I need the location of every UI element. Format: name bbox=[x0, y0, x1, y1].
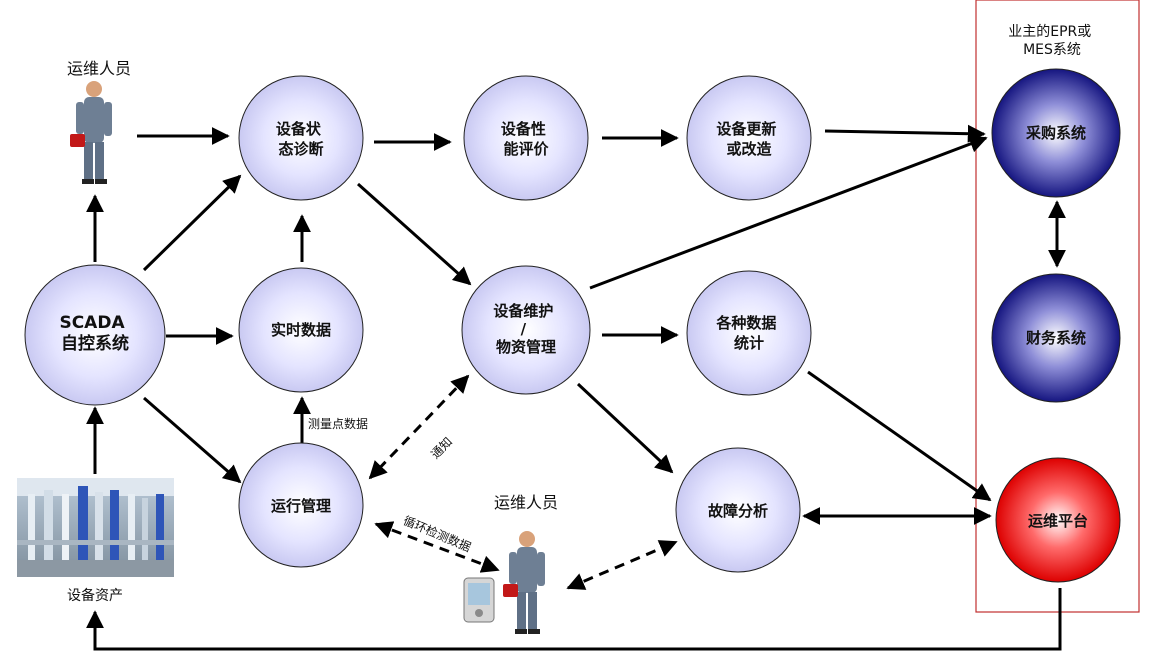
edge-operation-person-loop bbox=[374, 521, 500, 573]
svg-text:设备维护 / 物资管理: 设备维护 / 物资管理 bbox=[493, 302, 558, 356]
node-finance: 财务系统 bbox=[991, 273, 1121, 403]
svg-text:SCADA 自控系统: SCADA 自控系统 bbox=[59, 313, 130, 354]
edge-label-measurement: 测量点数据 bbox=[308, 416, 368, 431]
node-statistics: 各种数据 统计 bbox=[686, 270, 812, 396]
top-worker-figure bbox=[70, 81, 112, 184]
asset-label: 设备资产 bbox=[67, 587, 123, 604]
node-fault-analysis: 故障分析 bbox=[675, 447, 801, 573]
edge-maintenance-to-fault bbox=[576, 382, 674, 474]
top-person-label: 运维人员 bbox=[67, 59, 131, 78]
equipment-asset-photo bbox=[17, 478, 174, 577]
node-scada: SCADA 自控系统 bbox=[24, 264, 166, 406]
svg-text:运维平台: 运维平台 bbox=[1028, 512, 1088, 530]
edge-diagnosis-to-maintenance bbox=[357, 182, 472, 286]
edge-label-notify: 通知 bbox=[428, 435, 455, 462]
svg-text:运行管理: 运行管理 bbox=[271, 497, 331, 515]
owner-system-box bbox=[975, 0, 1140, 613]
handheld-device-icon bbox=[463, 577, 495, 623]
node-maintenance: 设备维护 / 物资管理 bbox=[461, 265, 591, 395]
edge-maintenance-to-procurement bbox=[589, 135, 988, 290]
svg-text:故障分析: 故障分析 bbox=[708, 502, 768, 520]
edge-scada-to-operation bbox=[143, 396, 242, 484]
svg-text:采购系统: 采购系统 bbox=[1025, 124, 1086, 142]
edge-update-to-procurement bbox=[824, 124, 986, 143]
edge-statistics-to-platform bbox=[807, 370, 992, 502]
edge-platform-to-asset bbox=[86, 588, 1062, 651]
edge-scada-to-diagnosis bbox=[142, 174, 242, 272]
svg-text:财务系统: 财务系统 bbox=[1026, 329, 1086, 347]
node-status-diagnosis: 设备状 态诊断 bbox=[238, 75, 364, 201]
owner-system-title: 业主的EPR或 MES系统 bbox=[1008, 24, 1095, 58]
svg-text:设备状 态诊断: 设备状 态诊断 bbox=[276, 120, 326, 158]
node-update-renovation: 设备更新 或改造 bbox=[686, 75, 812, 201]
node-realtime-data: 实时数据 bbox=[238, 267, 364, 393]
edges bbox=[86, 124, 1066, 651]
edge-maintenance-operation-notify bbox=[368, 374, 470, 480]
edge-person-fault bbox=[566, 540, 678, 590]
svg-text:设备性 能评价: 设备性 能评价 bbox=[501, 120, 551, 158]
dashed-edges bbox=[368, 374, 678, 590]
node-ops-platform: 运维平台 bbox=[995, 457, 1121, 583]
edge-label-loop-detection: 循环检测数据 bbox=[401, 513, 473, 555]
svg-text:各种数据 统计: 各种数据 统计 bbox=[715, 314, 781, 352]
bottom-worker-figure bbox=[503, 531, 545, 634]
bottom-person-label: 运维人员 bbox=[494, 493, 558, 512]
svg-text:实时数据: 实时数据 bbox=[271, 321, 331, 339]
node-operation-mgmt: 运行管理 bbox=[238, 442, 364, 568]
svg-text:设备更新 或改造: 设备更新 或改造 bbox=[716, 120, 781, 158]
node-performance-eval: 设备性 能评价 bbox=[463, 75, 589, 201]
node-procurement: 采购系统 bbox=[991, 68, 1121, 198]
